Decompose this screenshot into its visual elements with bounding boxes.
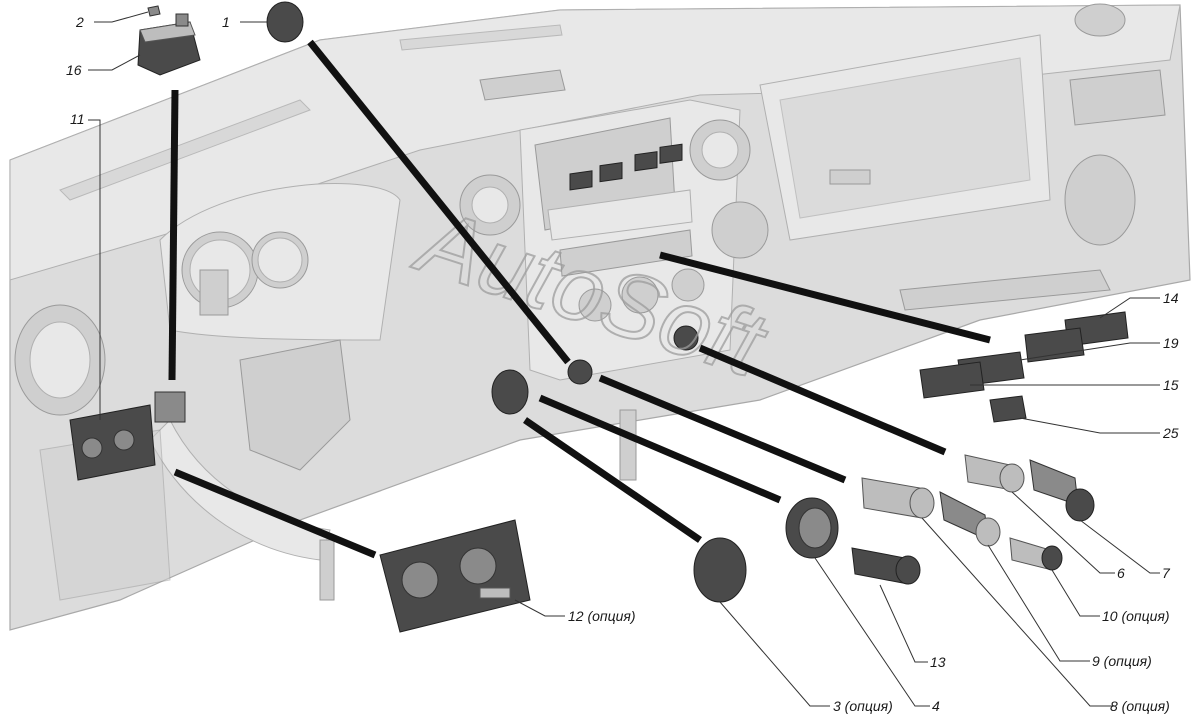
power-socket-icon [693,454,1095,603]
callout-13: 13 [930,654,946,670]
leader-lines [88,11,1160,707]
callout-19: 19 [1163,335,1179,351]
callout-1: 1 [222,14,230,30]
callout-4: 4 [932,698,940,714]
callout-14: 14 [1163,290,1179,306]
callout-16: 16 [66,62,82,78]
callout-11: 11 [70,111,85,127]
callout-7: 7 [1162,565,1171,581]
callout-12: 12 (опция) [568,608,636,624]
callout-8: 8 (опция) [1110,698,1170,714]
callout-3: 3 (опция) [833,698,893,714]
callout-15: 15 [1163,377,1179,393]
callout-10: 10 (опция) [1102,608,1170,624]
callout-25: 25 [1162,425,1179,441]
callout-2: 2 [75,14,84,30]
plug-cap-1 [266,1,304,43]
callout-6: 6 [1117,565,1125,581]
relay-block-icon [137,5,201,76]
dashboard-illustration-icon [9,3,1191,631]
light-switch-unit-icon [379,519,531,633]
rocker-switch-icon [919,311,1129,423]
assembly-arrows [168,39,991,559]
callout-9: 9 (опция) [1092,653,1152,669]
